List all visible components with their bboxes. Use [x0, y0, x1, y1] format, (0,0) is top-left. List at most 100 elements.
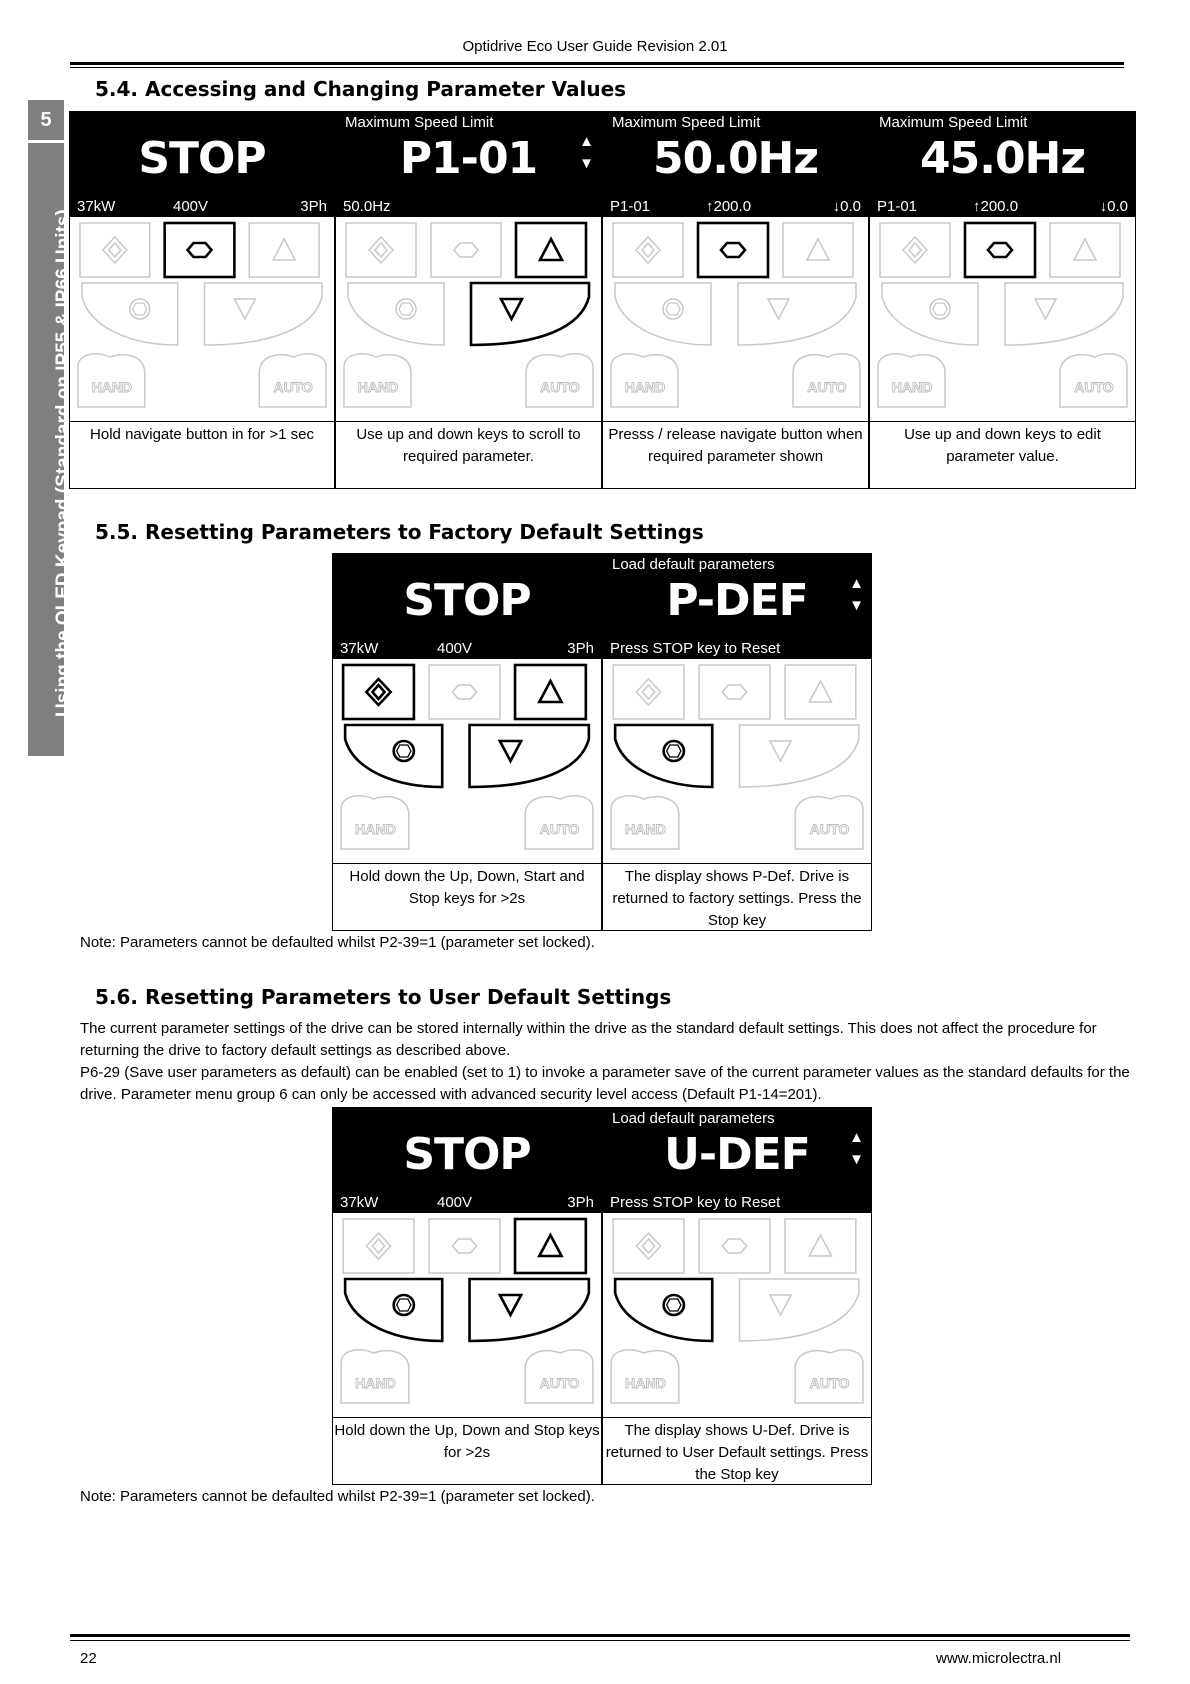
oled-status-left: 37kW: [77, 198, 116, 215]
oled-scroll-arrows: ▲ ▼: [849, 575, 864, 614]
nav-key: [163, 221, 236, 279]
oled-status-mid: ↑200.0: [973, 198, 1019, 215]
keypad-illustration: HAND AUTO: [340, 1217, 594, 1404]
oled-main-value: STOP: [138, 133, 266, 184]
nav-key: [428, 664, 501, 720]
oled-status-bar: 50.0Hz: [335, 195, 602, 217]
up-key: [514, 221, 588, 279]
section-5-5-note: Note: Parameters cannot be defaulted whi…: [80, 934, 595, 951]
oled-status-mid: 400V: [173, 198, 209, 215]
oled-status-bar: Press STOP key to Reset: [602, 637, 872, 659]
panel-caption: Hold down the Up, Down, Start and Stop k…: [332, 863, 602, 931]
keypad-illustration: HAND AUTO: [340, 663, 594, 850]
auto-key-label: AUTO: [1074, 379, 1114, 395]
auto-key-label: AUTO: [540, 379, 580, 395]
nav-key: [963, 221, 1037, 279]
oled-status-right: 3Ph: [567, 1194, 594, 1211]
panel-caption: Use up and down keys to edit parameter v…: [869, 421, 1136, 489]
oled-status-mid: ↑200.0: [706, 198, 752, 215]
oled-status-left: 37kW: [340, 640, 379, 657]
section-5-6-paragraph-2: P6-29 (Save user parameters as default) …: [80, 1064, 1130, 1103]
footer-url: www.microlectra.nl: [936, 1650, 1062, 1667]
hand-key-label: HAND: [355, 821, 396, 837]
start-key: [612, 664, 685, 720]
start-key: [612, 222, 684, 278]
section-5-6-paragraph-1: The current parameter settings of the dr…: [80, 1020, 1097, 1059]
keypad-panel: Maximum Speed Limit 50.0Hz P1-01 ↑200.0 …: [602, 111, 869, 489]
start-key: [79, 222, 151, 278]
oled-status-bar: P1-01 ↑200.0 ↓0.0: [602, 195, 869, 217]
panel-caption: Hold navigate button in for >1 sec: [69, 421, 335, 489]
oled-status-right: 3Ph: [300, 198, 327, 215]
footer-rule-thin: [70, 1640, 1130, 1641]
oled-status-left: Press STOP key to Reset: [610, 640, 781, 657]
start-key: [341, 663, 416, 721]
hand-key-label: HAND: [358, 379, 398, 395]
oled-main-value: 45.0Hz: [920, 133, 1086, 184]
oled-status-bar: 37kW 400V 3Ph: [332, 1191, 602, 1213]
page-number: 22: [80, 1650, 97, 1667]
oled-scroll-arrows: ▲ ▼: [849, 1129, 864, 1168]
oled-parameter-label: Load default parameters: [612, 1110, 775, 1127]
auto-key-label: AUTO: [810, 1375, 850, 1391]
keypad-panel: Load default parameters P-DEF ▲ ▼ Press …: [602, 553, 872, 931]
auto-key-label: AUTO: [540, 1375, 580, 1391]
up-key: [784, 1218, 857, 1274]
keypad: HAND AUTO: [332, 659, 602, 863]
keypad-panel: Maximum Speed Limit 45.0Hz P1-01 ↑200.0 …: [869, 111, 1136, 489]
section-5-6-note: Note: Parameters cannot be defaulted whi…: [80, 1488, 595, 1505]
oled-parameter-label: Maximum Speed Limit: [879, 114, 1028, 131]
oled-status-right: ↓0.0: [1099, 198, 1128, 215]
oled-main-value: STOP: [403, 1129, 531, 1180]
hand-key-label: HAND: [625, 1375, 666, 1391]
oled-status-left: 50.0Hz: [343, 198, 391, 215]
hand-key-label: HAND: [625, 379, 665, 395]
oled-display: Maximum Speed Limit 45.0Hz: [869, 111, 1136, 195]
oled-display: Load default parameters U-DEF ▲ ▼: [602, 1107, 872, 1191]
hand-key-label: HAND: [892, 379, 932, 395]
oled-status-mid: 400V: [437, 1194, 473, 1211]
up-key: [784, 664, 857, 720]
oled-main-value: 50.0Hz: [653, 133, 819, 184]
keypad-panel: Load default parameters U-DEF ▲ ▼ Press …: [602, 1107, 872, 1485]
start-key: [879, 222, 951, 278]
keypad: HAND AUTO: [332, 1213, 602, 1417]
nav-key: [698, 664, 771, 720]
up-key: [513, 1217, 588, 1275]
oled-main-value: P-DEF: [666, 575, 808, 626]
start-key: [342, 1218, 415, 1274]
oled-status-mid: 400V: [437, 640, 473, 657]
keypad: HAND AUTO: [869, 217, 1136, 421]
start-key: [612, 1218, 685, 1274]
up-key: [782, 222, 854, 278]
oled-main-value: P1-01: [399, 133, 538, 184]
panel-caption: The display shows U-Def. Drive is return…: [602, 1417, 872, 1485]
oled-status-bar: 37kW 400V 3Ph: [332, 637, 602, 659]
auto-key-label: AUTO: [274, 379, 313, 395]
nav-key: [698, 1218, 771, 1274]
keypad-illustration: HAND AUTO: [610, 1218, 864, 1404]
oled-status-bar: P1-01 ↑200.0 ↓0.0: [869, 195, 1136, 217]
auto-key-label: AUTO: [540, 821, 580, 837]
nav-key: [430, 222, 502, 278]
chapter-sidebar: [28, 100, 64, 756]
hand-key-label: HAND: [355, 1375, 396, 1391]
section-5-5-heading: 5.5. Resetting Parameters to Factory Def…: [95, 520, 704, 544]
header-rule: [70, 62, 1124, 65]
chapter-number: 5: [28, 100, 64, 143]
keypad: HAND AUTO: [602, 1213, 872, 1417]
header-rule-thin: [70, 67, 1124, 68]
oled-parameter-label: Maximum Speed Limit: [612, 114, 761, 131]
oled-status-left: 37kW: [340, 1194, 379, 1211]
up-key: [513, 663, 588, 721]
footer-rule: [70, 1634, 1130, 1637]
oled-display: Maximum Speed Limit 50.0Hz: [602, 111, 869, 195]
oled-display: STOP: [332, 1107, 602, 1191]
